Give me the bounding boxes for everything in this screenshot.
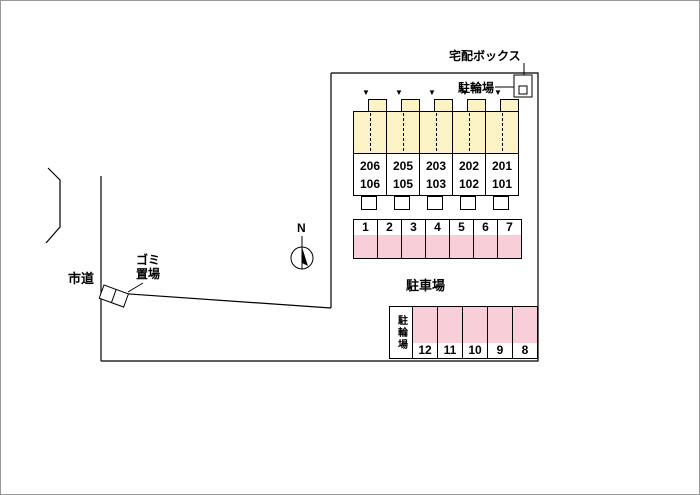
stall-number: 5 bbox=[450, 220, 473, 235]
parking-stall-7: 7 bbox=[497, 219, 522, 259]
unit-number-upper: 206 bbox=[359, 158, 381, 173]
building-unit-3: 203 103 bbox=[419, 99, 453, 214]
garbage-label-line2: 置場 bbox=[135, 267, 160, 282]
stall-number: 9 bbox=[488, 343, 512, 358]
stall-number: 3 bbox=[402, 220, 425, 235]
stall-number: 8 bbox=[513, 343, 537, 358]
unit-marker-icon: ▼ bbox=[461, 88, 469, 97]
garbage-label-line1: ゴミ bbox=[135, 253, 160, 267]
unit-number-lower: 102 bbox=[458, 176, 480, 191]
unit-numbers: 203 103 bbox=[419, 153, 453, 196]
bicycle-parking-top-label: 駐輪場 bbox=[458, 81, 495, 95]
unit-marker-icon: ▼ bbox=[494, 88, 502, 97]
delivery-box-shape bbox=[513, 74, 533, 98]
stall-number: 10 bbox=[463, 343, 487, 358]
parking-stall-4: 4 bbox=[425, 219, 450, 259]
garbage-area-label: ゴミ 置場 bbox=[131, 253, 165, 282]
stall-number: 1 bbox=[354, 220, 377, 235]
delivery-box-label: 宅配ボックス bbox=[449, 49, 521, 63]
unit-number-upper: 202 bbox=[458, 158, 480, 173]
parking-stall-12: 12 bbox=[412, 306, 438, 359]
stall-number: 4 bbox=[426, 220, 449, 235]
bicycle-parking-side-box: 駐輪場 bbox=[389, 306, 413, 359]
building-unit-1: 206 106 bbox=[353, 99, 387, 214]
unit-porch bbox=[427, 196, 443, 210]
unit-number-lower: 103 bbox=[425, 176, 447, 191]
unit-divider bbox=[436, 113, 437, 151]
unit-number-upper: 203 bbox=[425, 158, 447, 173]
bicycle-parking-side-label: 駐輪場 bbox=[395, 314, 407, 351]
parking-stall-6: 6 bbox=[473, 219, 498, 259]
unit-number-lower: 101 bbox=[491, 176, 513, 191]
stall-number: 2 bbox=[378, 220, 401, 235]
stall-number: 11 bbox=[438, 343, 462, 358]
unit-marker-icon: ▼ bbox=[395, 88, 403, 97]
unit-porch bbox=[361, 196, 377, 210]
building-unit-2: 205 105 bbox=[386, 99, 420, 214]
parking-stall-2: 2 bbox=[377, 219, 402, 259]
unit-marker-icon: ▼ bbox=[428, 88, 436, 97]
parking-lot-label: 駐車場 bbox=[406, 278, 446, 293]
plot-diagonal-edge bbox=[100, 291, 332, 309]
unit-number-upper: 205 bbox=[392, 158, 414, 173]
unit-porch bbox=[394, 196, 410, 210]
unit-porch bbox=[493, 196, 509, 210]
stall-number: 7 bbox=[498, 220, 521, 235]
parking-stall-11: 11 bbox=[437, 306, 463, 359]
parking-stall-9: 9 bbox=[487, 306, 513, 359]
boundary-break-marks bbox=[45, 167, 61, 244]
north-label: N bbox=[297, 221, 306, 235]
unit-divider bbox=[370, 113, 371, 151]
unit-porch bbox=[460, 196, 476, 210]
stall-number: 12 bbox=[413, 343, 437, 358]
parking-stall-1: 1 bbox=[353, 219, 378, 259]
unit-divider bbox=[469, 113, 470, 151]
unit-numbers: 205 105 bbox=[386, 153, 420, 196]
unit-number-upper: 201 bbox=[491, 158, 513, 173]
unit-numbers: 201 101 bbox=[485, 153, 519, 196]
unit-divider bbox=[403, 113, 404, 151]
unit-number-lower: 105 bbox=[392, 176, 414, 191]
unit-divider bbox=[502, 113, 503, 151]
city-road-label: 市道 bbox=[68, 271, 95, 286]
parking-stall-5: 5 bbox=[449, 219, 474, 259]
unit-marker-icon: ▼ bbox=[362, 88, 370, 97]
parking-stall-8: 8 bbox=[512, 306, 538, 359]
unit-numbers: 202 102 bbox=[452, 153, 486, 196]
unit-numbers: 206 106 bbox=[353, 153, 387, 196]
parking-stall-10: 10 bbox=[462, 306, 488, 359]
plot-boundary bbox=[101, 72, 539, 362]
north-arrow-icon bbox=[290, 236, 314, 270]
building-unit-5: 201 101 bbox=[485, 99, 519, 214]
garbage-leader-line bbox=[127, 282, 144, 293]
garbage-box-shape bbox=[98, 284, 130, 308]
unit-number-lower: 106 bbox=[359, 176, 381, 191]
building-unit-4: 202 102 bbox=[452, 99, 486, 214]
parking-stall-3: 3 bbox=[401, 219, 426, 259]
stall-number: 6 bbox=[474, 220, 497, 235]
